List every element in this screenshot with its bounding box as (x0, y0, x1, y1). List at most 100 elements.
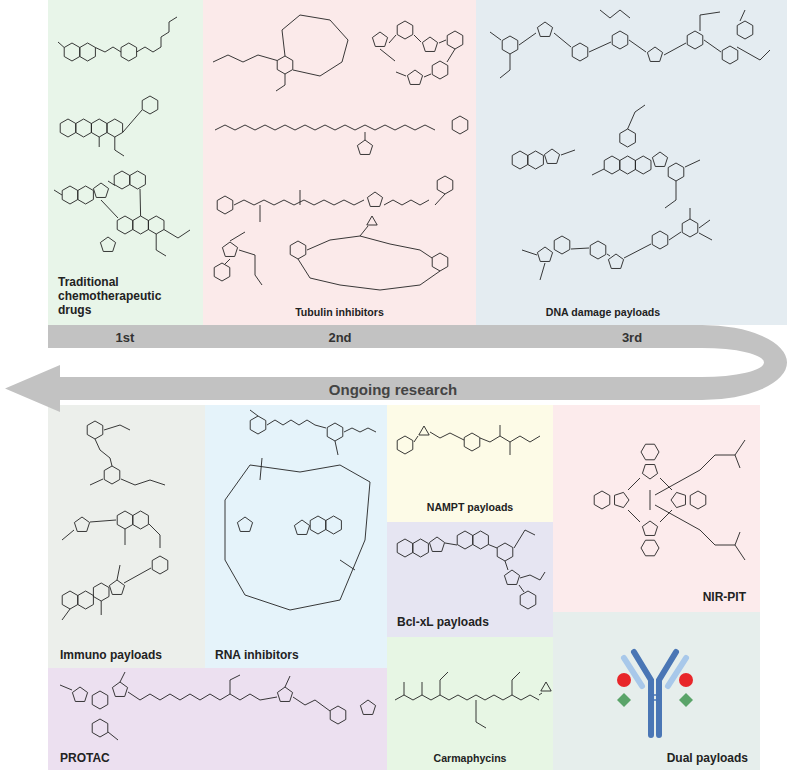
chain-bond (628, 510, 640, 522)
ring-bond (641, 444, 659, 460)
chain-bond (298, 259, 440, 290)
chain-bond (589, 42, 611, 52)
ring-bond (652, 152, 667, 166)
ring-bond (413, 539, 429, 557)
panel-heading: Carmaphycins (387, 751, 553, 765)
ring-bond (554, 236, 570, 254)
chain-bond (101, 601, 102, 615)
chain-bond (260, 458, 262, 480)
chain-bond (225, 465, 370, 610)
ring-bond (214, 263, 230, 281)
panel-heading: Dual payloads (667, 751, 748, 765)
ring-bond (690, 491, 706, 509)
chain-bond (690, 208, 691, 219)
timeline-arrow (5, 325, 787, 412)
payload-panel: Tubulin inhibitors (203, 0, 476, 325)
ring-bond (437, 176, 453, 194)
chain-bond (213, 55, 277, 62)
chain-bond (120, 672, 125, 682)
ring-bond (541, 682, 551, 691)
chain-bond (447, 49, 455, 62)
ring-bond (91, 119, 107, 137)
chain-bond (60, 685, 72, 690)
ring-bond (537, 247, 552, 261)
chain-bond (384, 200, 429, 205)
ring-bond (612, 31, 628, 49)
ring-bond (133, 216, 149, 234)
ring-bond (652, 231, 668, 249)
hinge (651, 695, 659, 700)
ring-bond (464, 433, 480, 451)
ring-bond (429, 537, 444, 551)
chain-bond (95, 439, 112, 466)
chain-bond (476, 700, 486, 728)
payload-panel: NAMPT payloads (387, 405, 553, 522)
chain-bond (239, 250, 262, 285)
ring-bond (330, 706, 346, 724)
chain-bond (117, 565, 120, 580)
ring-bond (152, 556, 168, 574)
ring-bond (100, 237, 115, 251)
chain-bond (490, 32, 501, 40)
ring-bond (142, 96, 158, 114)
payload-panel: Immuno payloads (48, 405, 205, 668)
ring-bond (326, 516, 342, 534)
chain-bond (699, 220, 710, 228)
chain-bond (445, 543, 457, 545)
ring-bond (130, 171, 146, 189)
panel-heading: PROTAC (60, 751, 110, 765)
payload-circle (617, 673, 631, 687)
chemical-structure (397, 425, 540, 455)
chemical-structure (395, 672, 551, 728)
ring-bond (148, 216, 164, 234)
chain-bond (539, 693, 542, 695)
chain-bond (700, 440, 745, 470)
chain-bond (104, 425, 130, 430)
chain-bond (512, 672, 520, 695)
chain-bond (700, 12, 720, 31)
chain-bond (365, 132, 366, 140)
chain-bond (422, 682, 423, 695)
chemical-structure (60, 672, 376, 740)
chain-bond (164, 230, 190, 239)
ring-bond (62, 591, 78, 609)
chain-bond (344, 428, 376, 432)
ring-bond (74, 517, 89, 531)
ring-bond (217, 196, 233, 214)
chain-bond (307, 236, 432, 258)
panel-heading: Tubulin inhibitors (203, 305, 476, 319)
panel-heading: Bcl-xL payloads (397, 615, 489, 629)
ring-bond (682, 219, 698, 237)
payload-panel: RNA inhibitors (205, 405, 387, 668)
chain-bond (600, 10, 630, 18)
ring-bond (620, 129, 636, 147)
chain-bond (267, 420, 326, 428)
ring-bond (107, 119, 123, 137)
chain-bond (435, 194, 445, 205)
ring-bond (290, 241, 306, 259)
ring-bond (397, 21, 413, 39)
ring-bond (93, 583, 109, 601)
ring-bond (647, 47, 662, 61)
heavy-chain (659, 652, 676, 735)
ring-bond (447, 31, 463, 49)
ring-bond (641, 540, 659, 556)
generation-label: 1st (116, 329, 135, 344)
ring-bond (502, 36, 518, 54)
ring-bond (80, 43, 96, 61)
ring-bond (277, 56, 293, 74)
chain-bond (735, 455, 740, 468)
chain-bond (108, 181, 115, 186)
ring-bond (327, 423, 343, 441)
ring-bond (104, 466, 120, 484)
panel-heading: NIR-PIT (703, 590, 746, 604)
ring-bond (590, 241, 606, 259)
chain-bond (607, 254, 610, 256)
ring-bond (397, 539, 413, 557)
chain-bond (628, 105, 645, 129)
chain-bond (90, 520, 116, 522)
panel-heading: Traditional chemotherapeutic drugs (58, 275, 168, 317)
panel-heading: Immuno payloads (60, 648, 162, 662)
ring-bond (87, 421, 103, 439)
